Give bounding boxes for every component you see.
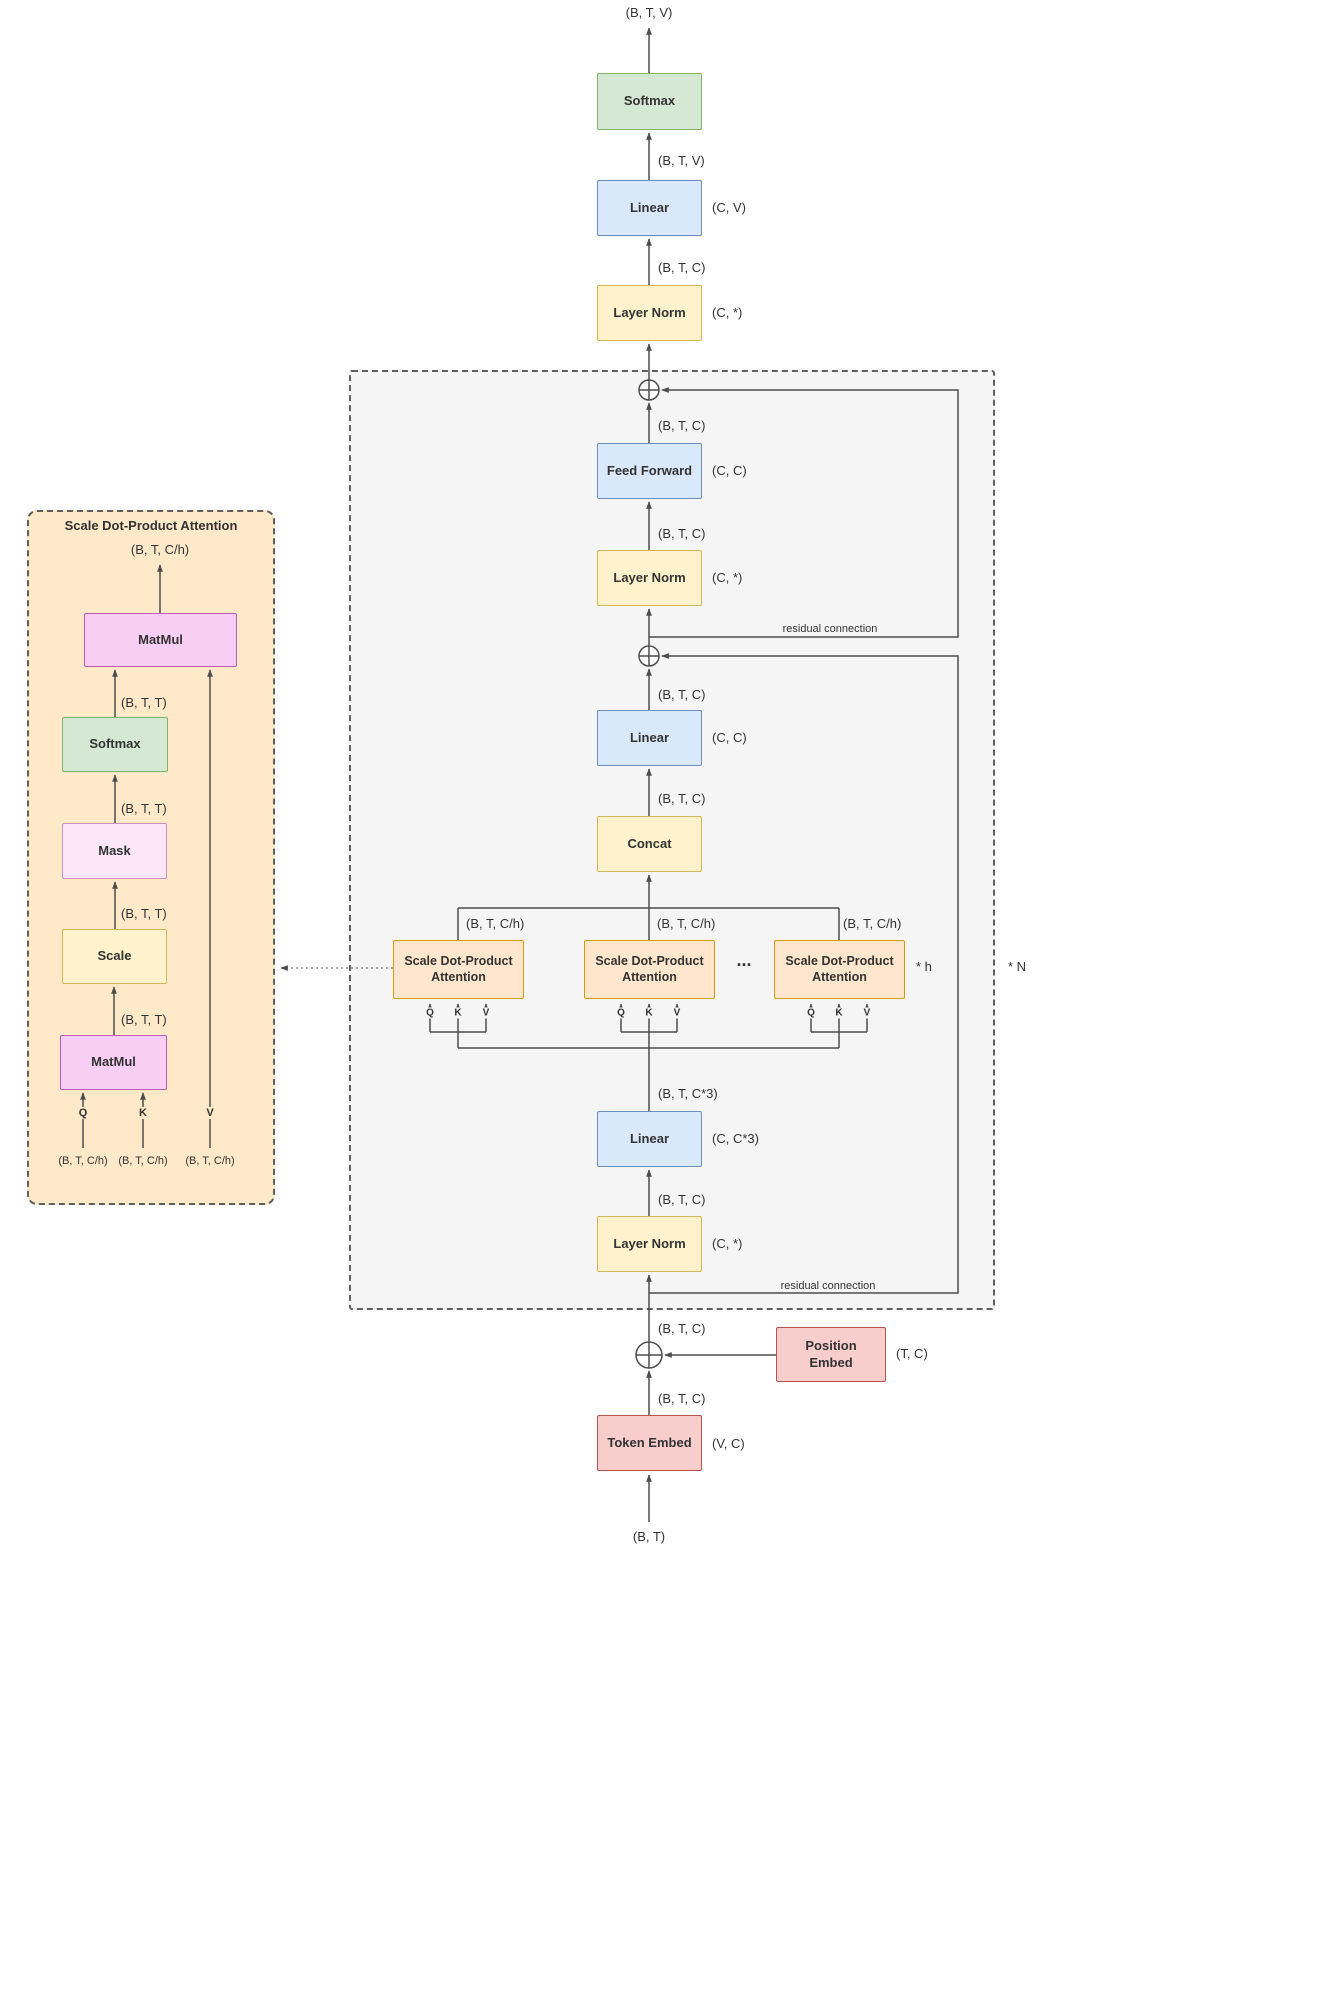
top-output-shape: (B, T, V) xyxy=(625,4,673,20)
layer-norm-ff-node: Layer Norm xyxy=(597,550,702,606)
head1-q-label: Q xyxy=(424,1007,436,1019)
layer-norm-final-node: Layer Norm xyxy=(597,285,702,341)
softmax-output-node-label: Softmax xyxy=(623,93,676,109)
detail-matmul-top-node: MatMul xyxy=(84,613,237,667)
detail-scale-node-label: Scale xyxy=(97,948,132,964)
token-embed-node: Token Embed xyxy=(597,1415,702,1471)
block-multiplier: * N xyxy=(1008,958,1027,974)
add-ff-residual-icon xyxy=(638,379,660,401)
add-position-embed-icon xyxy=(635,1341,663,1369)
detail-mask-out-shape: (B, T, T) xyxy=(121,800,167,816)
attention-head-1-node: Scale Dot-Product Attention xyxy=(393,940,524,999)
detail-q-shape: (B, T, C/h) xyxy=(58,1154,108,1167)
layer-norm-attn-node: Layer Norm xyxy=(597,1216,702,1272)
head2-q-label: Q xyxy=(615,1007,627,1019)
qkv-shape: (B, T, C*3) xyxy=(658,1085,718,1101)
detail-scale-out-shape: (B, T, T) xyxy=(121,905,167,921)
heads-ellipsis: ... xyxy=(736,950,752,971)
detail-k-shape: (B, T, C/h) xyxy=(118,1154,168,1167)
ff-params: (C, C) xyxy=(712,462,747,478)
ff-in-shape: (B, T, C) xyxy=(658,525,706,541)
attn-ln-out-shape: (B, T, C) xyxy=(658,1191,706,1207)
detail-scale-node: Scale xyxy=(62,929,167,984)
head2-out-shape: (B, T, C/h) xyxy=(657,915,716,931)
detail-softmax-node-label: Softmax xyxy=(89,736,141,752)
linear-qkv-node: Linear xyxy=(597,1111,702,1167)
head2-v-label: V xyxy=(671,1007,683,1019)
block-out-shape: (B, T, C) xyxy=(658,417,706,433)
linear-proj-node-label: Linear xyxy=(629,729,669,745)
concat-node: Concat xyxy=(597,816,702,872)
detail-softmax-node: Softmax xyxy=(62,717,168,772)
linear-qkv-node-label: Linear xyxy=(629,1130,669,1146)
linear-proj-node: Linear xyxy=(597,710,702,766)
proj-params: (C, C) xyxy=(712,729,747,745)
head3-k-label: K xyxy=(833,1007,845,1019)
detail-matmul-top-node-label: MatMul xyxy=(138,631,183,647)
linear-head-node-label: Linear xyxy=(629,199,669,215)
detail-v-label: V xyxy=(204,1106,216,1120)
detail-k-label: K xyxy=(137,1106,149,1120)
attention-head-2-node-label: Scale Dot-Product Attention xyxy=(595,953,704,984)
residual-upper-label: residual connection xyxy=(782,622,878,635)
head1-v-label: V xyxy=(480,1007,492,1019)
softmax-in-shape: (B, T, V) xyxy=(658,152,705,168)
feed-forward-node-label: Feed Forward xyxy=(606,462,693,478)
token-embed-node-label: Token Embed xyxy=(607,1434,692,1450)
layer-norm-final-node-label: Layer Norm xyxy=(613,304,686,320)
head1-k-label: K xyxy=(452,1007,464,1019)
attention-detail-container-title: Scale Dot-Product Attention xyxy=(64,518,238,533)
attention-head-1-node-label: Scale Dot-Product Attention xyxy=(404,953,513,984)
ff-ln-params: (C, *) xyxy=(712,569,743,585)
add-attn-residual-icon xyxy=(638,645,660,667)
block-in-shape: (B, T, C) xyxy=(658,1320,706,1336)
linear-head-params: (C, V) xyxy=(712,199,746,215)
detail-matmul-bottom-node: MatMul xyxy=(60,1035,167,1090)
heads-multiplier: * h xyxy=(916,958,932,974)
layer-norm-attn-node-label: Layer Norm xyxy=(613,1235,686,1251)
detail-softmax-out-shape: (B, T, T) xyxy=(121,694,167,710)
position-embed-node: Position Embed xyxy=(776,1327,886,1382)
residual-lower-label: residual connection xyxy=(780,1279,876,1292)
detail-q-label: Q xyxy=(76,1106,90,1120)
head3-v-label: V xyxy=(861,1007,873,1019)
attention-head-2-node: Scale Dot-Product Attention xyxy=(584,940,715,999)
concat-node-label: Concat xyxy=(627,835,672,851)
final-ln-out-shape: (B, T, C) xyxy=(658,259,706,275)
attention-head-3-node-label: Scale Dot-Product Attention xyxy=(785,953,894,984)
input-shape: (B, T) xyxy=(632,1528,666,1544)
detail-mask-node-label: Mask xyxy=(98,842,131,858)
softmax-output-node: Softmax xyxy=(597,73,702,130)
final-ln-params: (C, *) xyxy=(712,304,743,320)
token-out-shape: (B, T, C) xyxy=(658,1390,706,1406)
edge-residual-upper xyxy=(649,387,959,638)
ff-ln-in-shape: (B, T, C) xyxy=(658,686,706,702)
position-embed-node-label: Position Embed xyxy=(805,1338,857,1370)
detail-out-shape: (B, T, C/h) xyxy=(130,541,190,557)
edge-residual-lower xyxy=(649,653,959,1294)
head2-k-label: K xyxy=(643,1007,655,1019)
head3-out-shape: (B, T, C/h) xyxy=(843,915,902,931)
detail-v-shape: (B, T, C/h) xyxy=(185,1154,235,1167)
layer-norm-ff-node-label: Layer Norm xyxy=(613,569,686,585)
detail-mask-node: Mask xyxy=(62,823,167,879)
pos-embed-params: (T, C) xyxy=(896,1345,928,1361)
detail-matmul-out-shape: (B, T, T) xyxy=(121,1011,167,1027)
token-embed-params: (V, C) xyxy=(712,1435,745,1451)
detail-matmul-bottom-node-label: MatMul xyxy=(91,1054,136,1070)
attention-head-3-node: Scale Dot-Product Attention xyxy=(774,940,905,999)
proj-in-shape: (B, T, C) xyxy=(658,790,706,806)
feed-forward-node: Feed Forward xyxy=(597,443,702,499)
linear-head-node: Linear xyxy=(597,180,702,236)
head3-q-label: Q xyxy=(805,1007,817,1019)
qkv-linear-params: (C, C*3) xyxy=(712,1130,759,1146)
head1-out-shape: (B, T, C/h) xyxy=(466,915,525,931)
attn-ln-params: (C, *) xyxy=(712,1235,743,1251)
